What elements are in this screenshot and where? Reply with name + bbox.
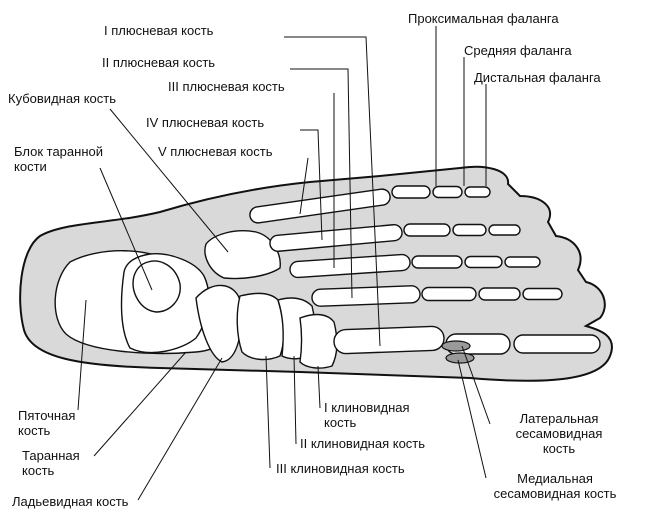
label-medial-sesamoid-line1: Медиальная <box>517 471 593 486</box>
metatarsal-1-bone <box>333 325 445 355</box>
leader-talus <box>93 351 187 457</box>
leader-cuneiform-1 <box>317 365 321 409</box>
label-cuneiform-2: II клиновидная кость <box>300 436 426 451</box>
leader-cuboid <box>109 108 229 253</box>
metatarsal-2-bone <box>311 285 421 307</box>
foot-bones <box>54 185 601 369</box>
leader-talus-trochlea <box>99 167 153 291</box>
toe-2-middle-phalanx <box>478 287 521 301</box>
navicular-bone <box>195 284 242 363</box>
label-cuneiform-3: III клиновидная кость <box>276 461 405 476</box>
label-middle-phalanx: Средняя фаланга <box>464 43 572 58</box>
toe-3-middle-phalanx <box>464 255 503 269</box>
cuneiform-3-bone <box>236 292 285 361</box>
metatarsal-3-bone <box>289 253 411 279</box>
label-talus-line1: Таранная <box>22 448 80 463</box>
toe-5-middle-phalanx <box>432 185 463 199</box>
leader-medial-sesamoid <box>457 359 487 479</box>
leader-cuneiform-3 <box>265 355 271 469</box>
label-calcaneus-line1: Пяточная <box>18 408 76 423</box>
label-lateral-sesamoid-line3: кость <box>542 441 576 456</box>
label-talus-line2: кость <box>22 463 55 478</box>
label-proximal-phalanx: Проксимальная фаланга <box>408 11 559 26</box>
label-cuneiform-1-line1: I клиновидная <box>324 400 410 415</box>
label-lateral-sesamoid-line1: Латеральная <box>519 411 599 426</box>
label-metatarsal-1: I плюсневая кость <box>104 23 214 38</box>
lateral-sesamoid-bone <box>441 340 471 352</box>
toe-4-proximal-phalanx <box>403 223 451 237</box>
toe-1-distal-phalanx <box>513 334 601 354</box>
label-talus-trochlea-line2: кости <box>14 159 47 174</box>
toe-5-distal-phalanx <box>464 186 491 198</box>
cuneiform-1-bone <box>299 313 338 369</box>
leader-cuneiform-2 <box>293 355 297 445</box>
label-lateral-sesamoid-line2: сесамовидная <box>515 426 603 441</box>
label-calcaneus-line2: кость <box>18 423 51 438</box>
label-medial-sesamoid-line2: сесамовидная кость <box>493 486 617 501</box>
label-metatarsal-2: II плюсневая кость <box>102 55 216 70</box>
toe-2-proximal-phalanx <box>421 286 477 302</box>
toe-4-middle-phalanx <box>452 223 487 237</box>
leader-lines <box>77 26 491 501</box>
leader-metatarsal-2 <box>290 68 353 299</box>
cuboid-bone <box>204 230 281 280</box>
label-navicular: Ладьевидная кость <box>12 494 129 509</box>
leader-metatarsal-5 <box>299 157 309 215</box>
medial-sesamoid-bone <box>445 352 475 364</box>
leader-metatarsal-1 <box>284 36 381 347</box>
metatarsal-4-bone <box>269 224 403 252</box>
label-cuboid: Кубовидная кость <box>8 91 116 106</box>
label-metatarsal-3: III плюсневая кость <box>168 79 285 94</box>
label-metatarsal-5: V плюсневая кость <box>158 144 273 159</box>
leader-navicular <box>137 357 223 501</box>
label-cuneiform-1-line2: кость <box>324 415 357 430</box>
toe-3-proximal-phalanx <box>411 255 463 269</box>
leader-metatarsal-4 <box>300 129 323 241</box>
toe-4-distal-phalanx <box>488 224 521 236</box>
label-talus-trochlea-line1: Блок таранной <box>14 144 103 159</box>
label-distal-phalanx: Дистальная фаланга <box>474 70 601 85</box>
leader-calcaneus <box>77 299 87 411</box>
leader-lateral-sesamoid <box>461 345 491 425</box>
toe-5-proximal-phalanx <box>391 185 431 199</box>
toe-3-distal-phalanx <box>504 256 541 268</box>
toe-2-distal-phalanx <box>522 287 563 301</box>
label-metatarsal-4: IV плюсневая кость <box>146 115 265 130</box>
